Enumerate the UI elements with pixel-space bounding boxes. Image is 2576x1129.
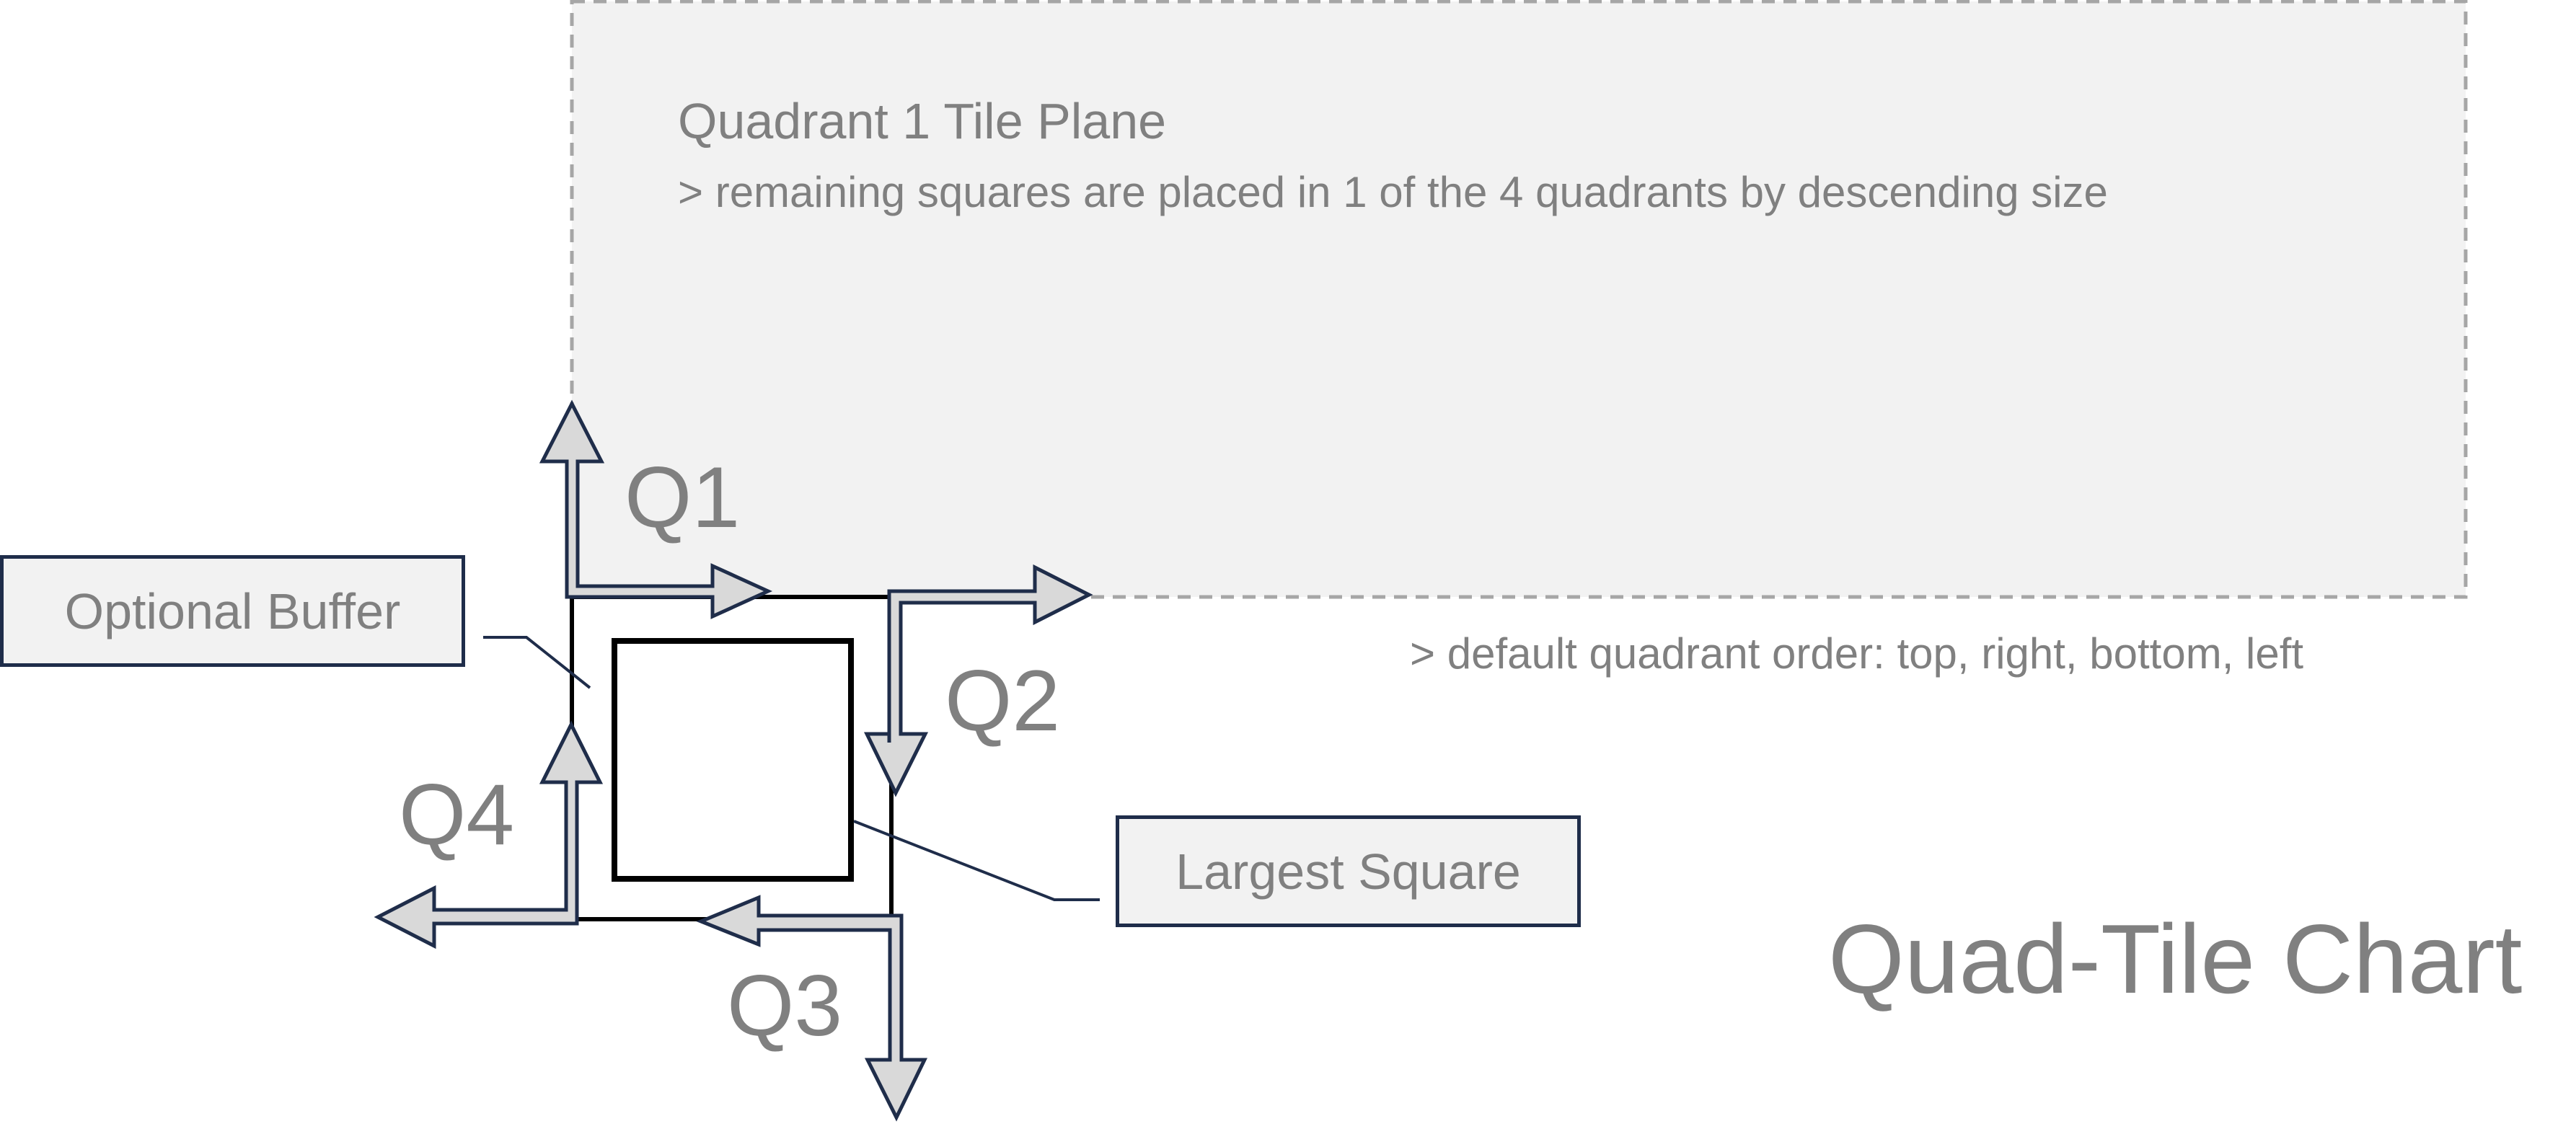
largest-square-label: Largest Square xyxy=(1175,843,1521,900)
q3-arrow-icon xyxy=(696,895,927,1122)
quadrant-label-q3: Q3 xyxy=(727,957,843,1054)
quadrant-label-q1: Q1 xyxy=(625,449,741,546)
quadrant-order-note: > default quadrant order: top, right, bo… xyxy=(1410,629,2304,678)
optional-buffer-callout: Optional Buffer xyxy=(0,555,465,667)
tile-plane-title: Quadrant 1 Tile Plane xyxy=(678,93,1167,149)
q4-arrow-icon xyxy=(374,720,604,949)
optional-buffer-label: Optional Buffer xyxy=(64,583,401,639)
largest-square-leader-line xyxy=(853,820,1100,901)
largest-square-callout: Largest Square xyxy=(1116,815,1581,927)
quadrant-label-q2: Q2 xyxy=(945,652,1061,749)
quadrant-label-q4: Q4 xyxy=(399,766,515,863)
tile-plane-description: > remaining squares are placed in 1 of t… xyxy=(678,168,2108,216)
chart-title: Quad-Tile Chart xyxy=(1828,904,2523,1014)
q1-arrow-icon xyxy=(539,399,773,619)
optional-buffer-leader-line xyxy=(483,636,591,689)
largest-square xyxy=(612,638,854,882)
q2-arrow-icon xyxy=(863,564,1093,797)
quadrant-1-tile-plane xyxy=(570,0,2468,599)
